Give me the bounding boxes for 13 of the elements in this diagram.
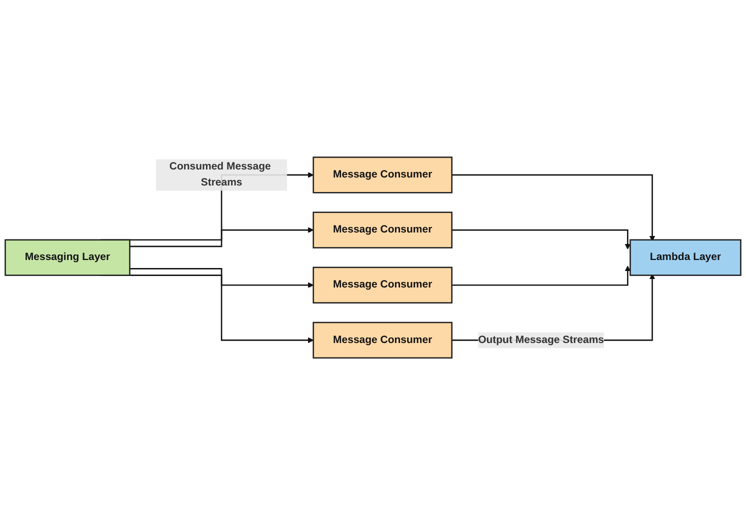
node-box: Message Consumer [312,267,452,304]
arrow [452,266,631,286]
node-box: Lambda Layer [630,240,742,276]
arrow [130,268,314,288]
arrow [452,230,631,250]
arrow [130,228,314,248]
node-box: Message Consumer [312,157,452,194]
node-box: Messaging Layer [4,240,130,276]
edge-label: Output Message Streams [478,334,604,346]
arrow [452,174,656,242]
node-box: Message Consumer [312,322,452,359]
node-box: Message Consumer [312,212,452,249]
edge-label: Consumed Message Streams [169,162,271,188]
